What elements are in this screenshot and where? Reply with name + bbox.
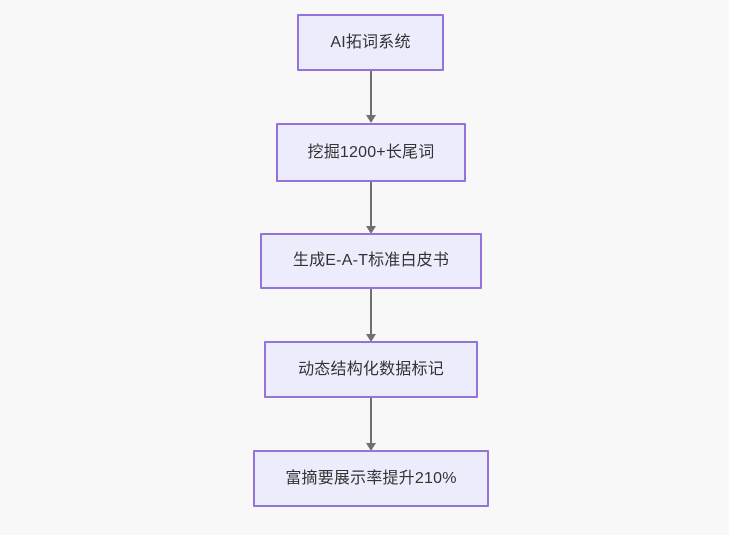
edge-n3-n4 — [370, 289, 372, 334]
node-label: 挖掘1200+长尾词 — [307, 143, 435, 161]
node-label: 动态结构化数据标记 — [298, 360, 444, 378]
node-label: AI拓词系统 — [330, 33, 411, 51]
node-label: 富摘要展示率提升210% — [285, 469, 457, 487]
edge-n4-n5-arrowhead — [366, 443, 376, 451]
flowchart-node-generate-eat-whitepaper[interactable]: 生成E-A-T标准白皮书 — [260, 233, 482, 289]
node-label: 生成E-A-T标准白皮书 — [292, 252, 450, 270]
edge-n2-n3 — [370, 182, 372, 226]
edge-n1-n2-arrowhead — [366, 115, 376, 123]
flowchart-node-dynamic-structured-data-markup[interactable]: 动态结构化数据标记 — [264, 341, 478, 398]
edge-n3-n4-arrowhead — [366, 334, 376, 342]
edge-n1-n2 — [370, 71, 372, 115]
edge-n2-n3-arrowhead — [366, 226, 376, 234]
flowchart-node-ai-keyword-system[interactable]: AI拓词系统 — [297, 14, 444, 71]
flowchart-node-rich-snippet-rate-increase[interactable]: 富摘要展示率提升210% — [253, 450, 489, 507]
edge-n4-n5 — [370, 398, 372, 443]
flowchart-node-mine-longtail-keywords[interactable]: 挖掘1200+长尾词 — [276, 123, 466, 182]
